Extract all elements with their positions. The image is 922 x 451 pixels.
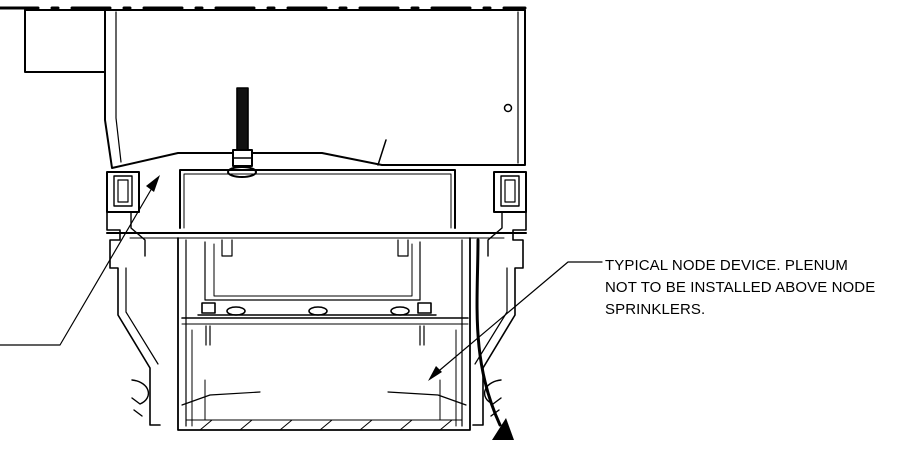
bottom-hatch (185, 419, 463, 431)
right-rail (472, 171, 527, 426)
node-device-body (177, 237, 471, 431)
leader-node-arrowhead (428, 366, 442, 381)
node-device-callout: TYPICAL NODE DEVICE. PLENUM NOT TO BE IN… (605, 255, 875, 321)
clip-left (221, 239, 233, 257)
leader-left-arrowhead (146, 175, 160, 192)
leader-left (0, 187, 153, 346)
plenum-housing-inner-left (115, 11, 122, 163)
adjacent-box (24, 9, 106, 73)
plenum-housing (104, 9, 526, 169)
flap-tab (377, 139, 387, 166)
mounting-plate (179, 169, 456, 229)
threaded-bolt (227, 87, 257, 178)
left-rail (106, 171, 161, 426)
fastener-hole (503, 103, 513, 113)
leader-node-device (433, 261, 603, 376)
airflow-arrow (475, 238, 502, 427)
callout-line-2: NOT TO BE INSTALLED ABOVE NODE (605, 279, 876, 296)
clip-right (397, 239, 409, 257)
airflow-arrowhead (492, 418, 514, 440)
callout-line-1: TYPICAL NODE DEVICE. PLENUM (605, 257, 849, 274)
callout-line-3: SPRINKLERS. (605, 301, 706, 318)
screw-row (197, 302, 437, 346)
